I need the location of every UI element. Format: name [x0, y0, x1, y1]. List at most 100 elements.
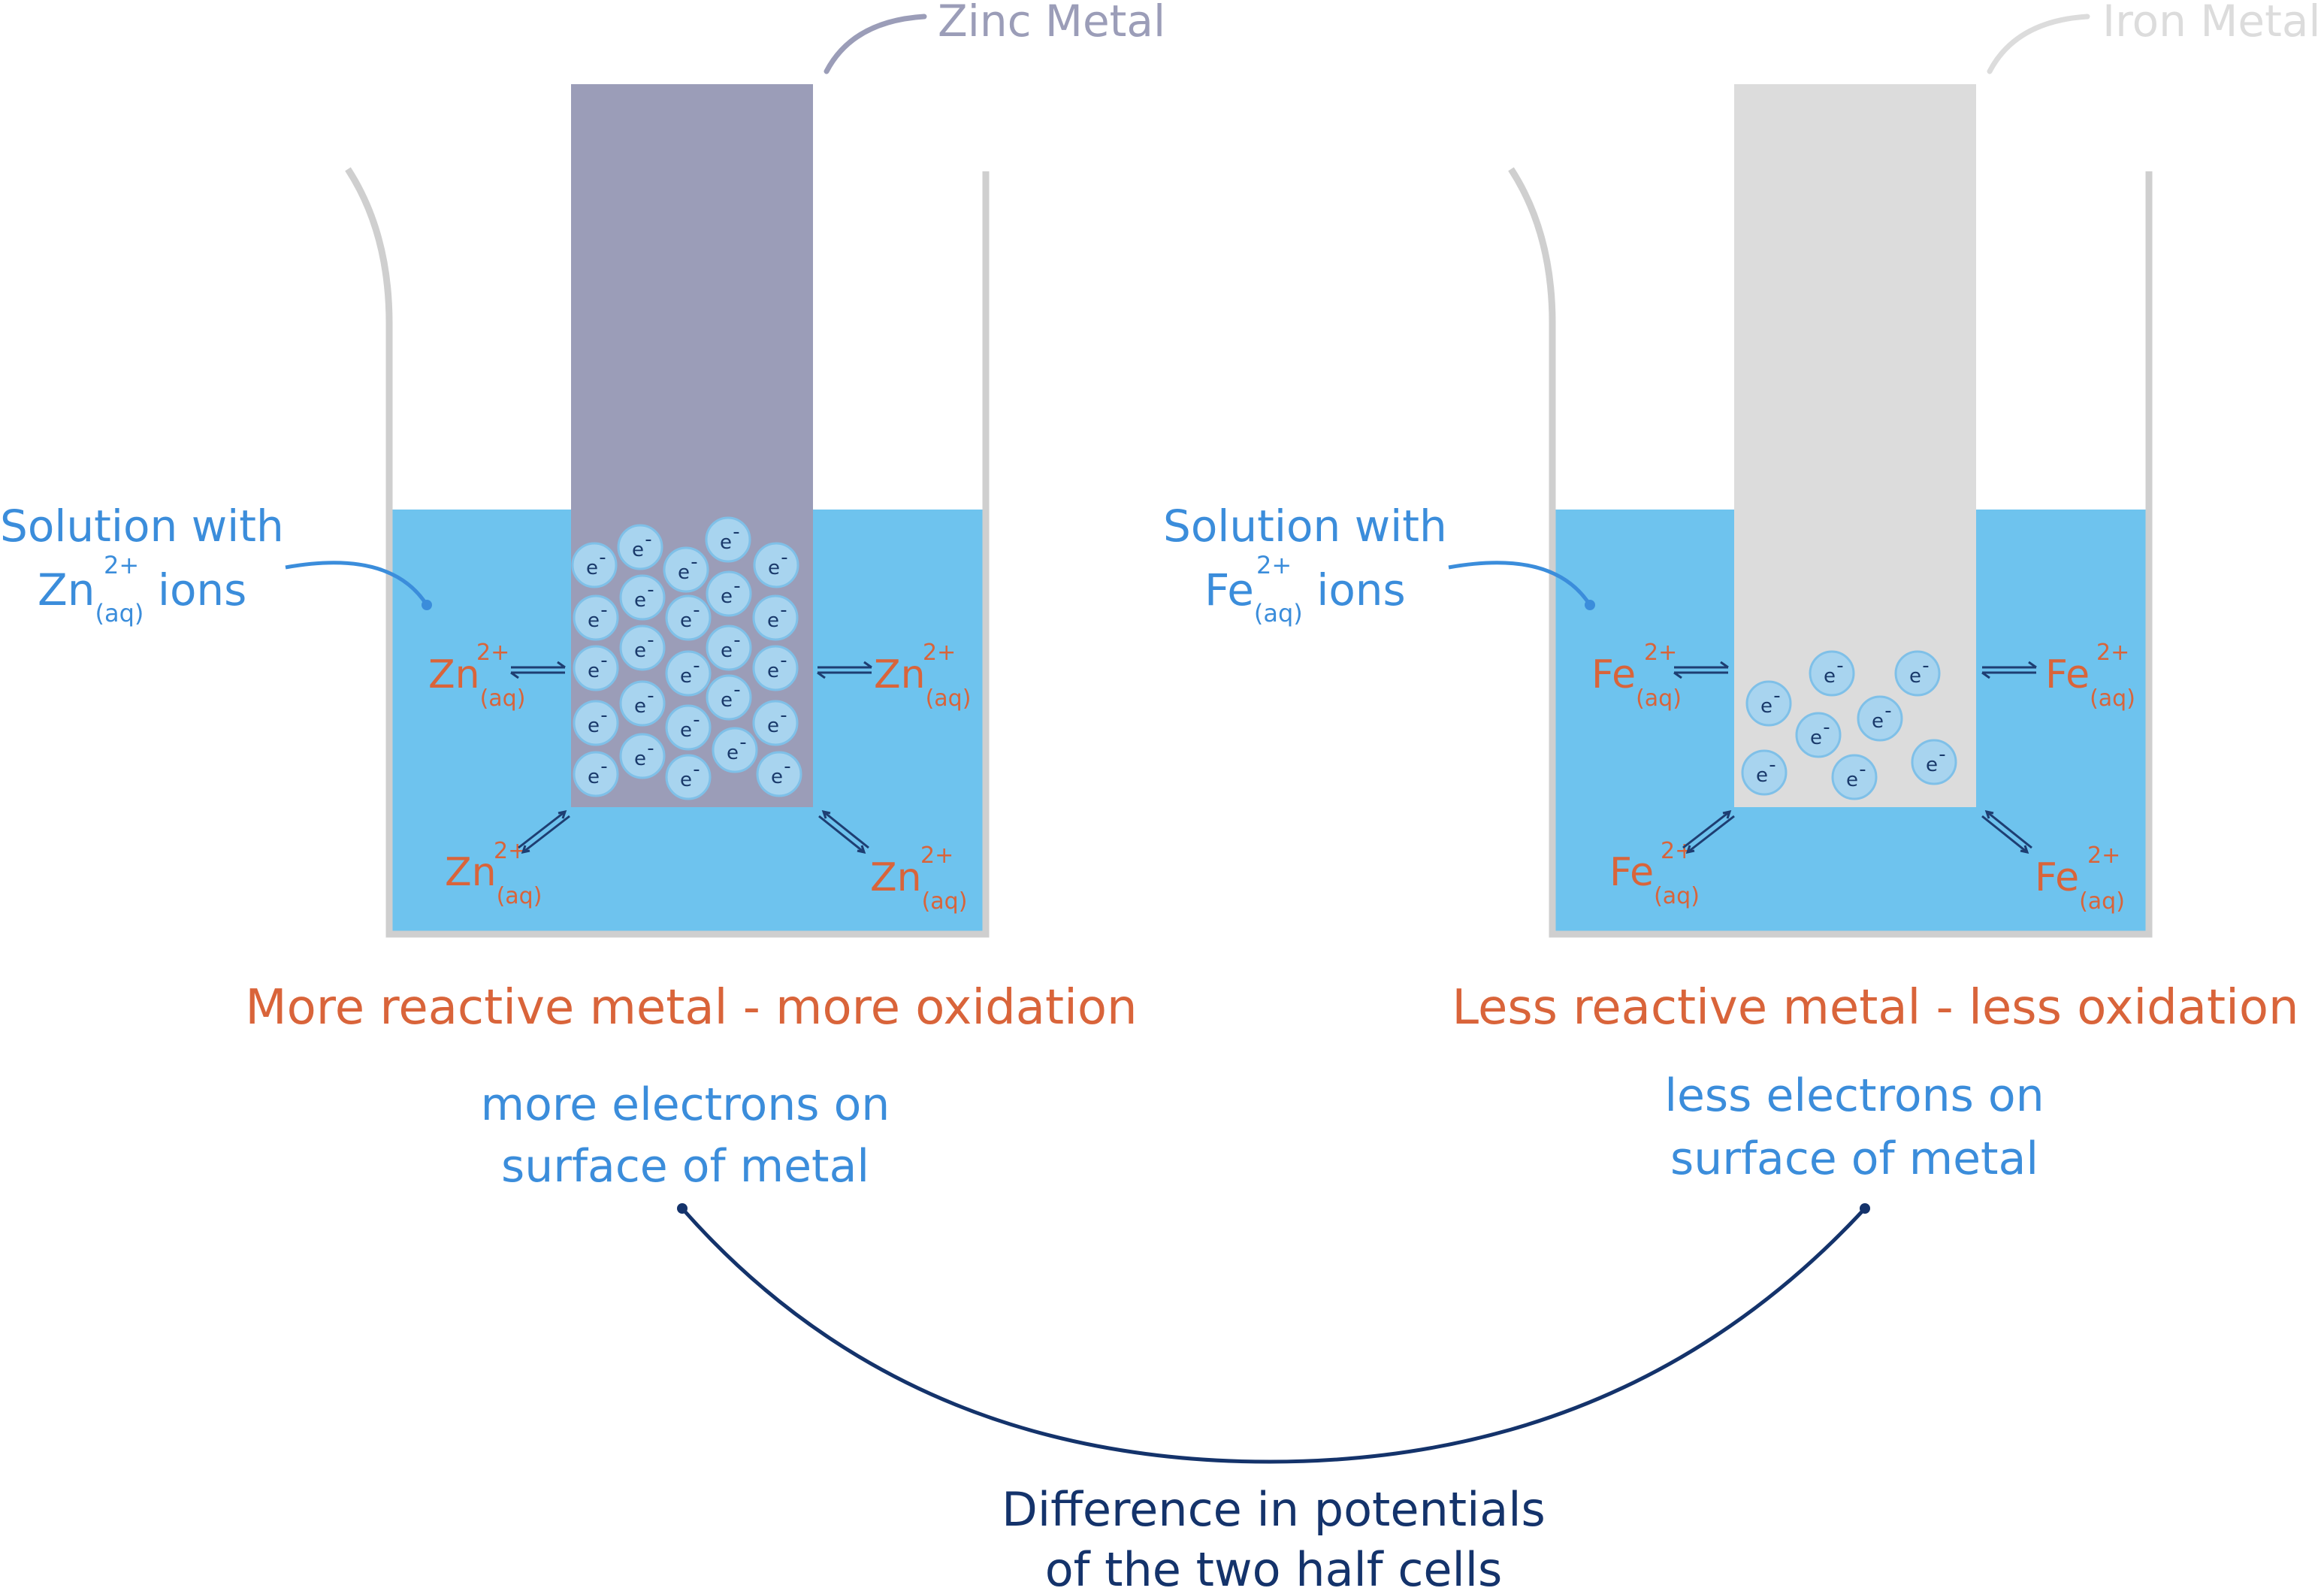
- iron-half-cell: Iron Metal e-e-e-e-e-e-e-e- Solution wit…: [1163, 0, 2320, 1185]
- zinc-electron-charge: -: [647, 737, 654, 760]
- zinc-electron-charge: -: [600, 599, 607, 622]
- zinc-electron-charge: -: [780, 649, 787, 672]
- iron-electron-symbol: e: [1824, 665, 1836, 688]
- zinc-label-leader: [824, 14, 927, 74]
- conclusion-line-1: Difference in potentials: [1002, 1482, 1546, 1537]
- iron-electron-symbol: e: [1760, 695, 1772, 718]
- zinc-electron: e-: [706, 674, 752, 721]
- zinc-electron: e-: [573, 751, 619, 797]
- svg-text:Fe(aq): Fe(aq): [1609, 850, 1700, 909]
- zinc-electron-charge: -: [599, 546, 606, 569]
- zinc-electron-charge: -: [781, 546, 787, 569]
- zinc-electron-charge: -: [600, 755, 607, 778]
- potential-difference-arc: [681, 1207, 1866, 1464]
- zinc-electron-charge: -: [600, 704, 607, 727]
- zinc-electron-cluster: e-e-e-e-e-e-e-e-e-e-e-e-e-e-e-e-e-e-e-e-…: [571, 516, 802, 800]
- zinc-electron-charge: -: [693, 599, 700, 622]
- iron-heading: Less reactive metal - less oxidation: [1452, 980, 2298, 1036]
- iron-electron: e-: [1741, 749, 1788, 796]
- iron-ion-right: Fe(aq) 2+: [2045, 640, 2135, 712]
- zinc-electron-symbol: e: [767, 715, 779, 737]
- iron-electron-charge: -: [1773, 685, 1780, 707]
- zinc-electron-charge: -: [693, 655, 700, 677]
- zinc-solution-ion-sup: 2+: [104, 551, 139, 579]
- zinc-electron-symbol: e: [721, 689, 733, 712]
- zinc-solution-label: Solution with: [0, 501, 284, 552]
- zinc-electron-charge: -: [600, 649, 607, 672]
- zinc-electron-symbol: e: [680, 719, 692, 742]
- zinc-electron: e-: [619, 574, 666, 621]
- iron-note-line-1: less electrons on: [1664, 1069, 2044, 1122]
- zinc-electron: e-: [571, 542, 618, 588]
- zinc-electron-symbol: e: [588, 766, 600, 788]
- zinc-electron: e-: [665, 704, 712, 751]
- zinc-electron: e-: [752, 700, 799, 746]
- iron-electron-symbol: e: [1810, 727, 1822, 749]
- zinc-electron-symbol: e: [768, 557, 780, 579]
- zinc-electron-charge: -: [784, 755, 790, 778]
- iron-ion-bottom-right: Fe(aq) 2+: [2035, 842, 2125, 915]
- zinc-electron-symbol: e: [634, 589, 646, 612]
- svg-text:2+: 2+: [2096, 640, 2129, 666]
- svg-text:2+: 2+: [2087, 842, 2120, 869]
- iron-electron-cluster: e-e-e-e-e-e-e-e-: [1741, 650, 1957, 800]
- arc-end-right: [1860, 1203, 1870, 1214]
- zinc-electron-charge: -: [739, 731, 746, 754]
- zinc-electron-symbol: e: [586, 557, 598, 579]
- iron-electron: e-: [1745, 680, 1792, 727]
- iron-solution-ion-sub: (aq): [1254, 599, 1303, 628]
- zinc-electron-symbol: e: [634, 695, 646, 718]
- zinc-electron-charge: -: [780, 704, 787, 727]
- zinc-electron-symbol: e: [634, 748, 646, 770]
- iron-electron-charge: -: [1922, 655, 1929, 677]
- zinc-electron-symbol: e: [727, 742, 739, 764]
- zinc-ion-right: Zn(aq) 2+: [874, 640, 971, 712]
- zinc-electron: e-: [665, 650, 712, 697]
- zinc-solution-ion-label: Zn(aq) ions: [38, 564, 246, 628]
- zinc-electron-symbol: e: [720, 531, 732, 554]
- zinc-electron: e-: [712, 727, 758, 773]
- zinc-electron-charge: -: [693, 758, 700, 781]
- zinc-electron-charge: -: [733, 679, 740, 701]
- svg-text:Zn(aq): Zn(aq): [428, 652, 525, 712]
- zinc-electron-charge: -: [733, 629, 740, 652]
- zinc-ion-left: Zn(aq) 2+: [428, 640, 525, 712]
- zinc-electron-charge: -: [647, 685, 654, 707]
- svg-text:Zn(aq): Zn(aq): [445, 850, 542, 909]
- zinc-electron-symbol: e: [588, 660, 600, 682]
- iron-note-line-2: surface of metal: [1670, 1133, 2038, 1185]
- zinc-electron: e-: [752, 594, 799, 641]
- svg-text:2+: 2+: [923, 640, 956, 666]
- iron-solution-ion-symbol: Fe: [1204, 564, 1254, 616]
- iron-solution-label: Solution with: [1163, 501, 1447, 552]
- zinc-electron-symbol: e: [721, 640, 733, 662]
- zinc-electron-symbol: e: [767, 660, 779, 682]
- iron-solution-ion-label: Fe(aq) ions: [1204, 564, 1406, 628]
- zinc-electron: e-: [573, 700, 619, 746]
- zinc-electrode: [571, 84, 813, 807]
- zinc-electron: e-: [663, 546, 709, 593]
- iron-solution-leader-dot: [1585, 600, 1595, 610]
- zinc-electron-symbol: e: [680, 769, 692, 791]
- zinc-electron-symbol: e: [678, 561, 690, 584]
- zinc-solution-ion-sub: (aq): [95, 599, 144, 628]
- zinc-electron-symbol: e: [588, 609, 600, 632]
- iron-electron: e-: [1809, 650, 1855, 697]
- zinc-electron-charge: -: [780, 599, 787, 622]
- zinc-metal-label: Zinc Metal: [938, 0, 1165, 47]
- zinc-solution-leader-dot: [422, 600, 432, 610]
- zinc-electron-charge: -: [733, 575, 740, 597]
- svg-text:Fe(aq): Fe(aq): [2045, 652, 2135, 712]
- zinc-solution-ion-symbol: Zn: [38, 564, 95, 616]
- zinc-half-cell: Zinc Metal e-e-e-e-e-e-e-e-e-e-e-e-e-e-e…: [0, 0, 1165, 1193]
- iron-electron-symbol: e: [1872, 710, 1884, 733]
- zinc-electron: e-: [619, 680, 666, 727]
- iron-electron: e-: [1894, 650, 1941, 697]
- iron-electron-charge: -: [1884, 700, 1891, 722]
- zinc-electron-charge: -: [691, 551, 697, 573]
- zinc-electron: e-: [756, 751, 802, 797]
- iron-beaker: [1508, 167, 2153, 938]
- zinc-electron: e-: [752, 645, 799, 691]
- zinc-solution-ion-suffix: ions: [144, 564, 246, 616]
